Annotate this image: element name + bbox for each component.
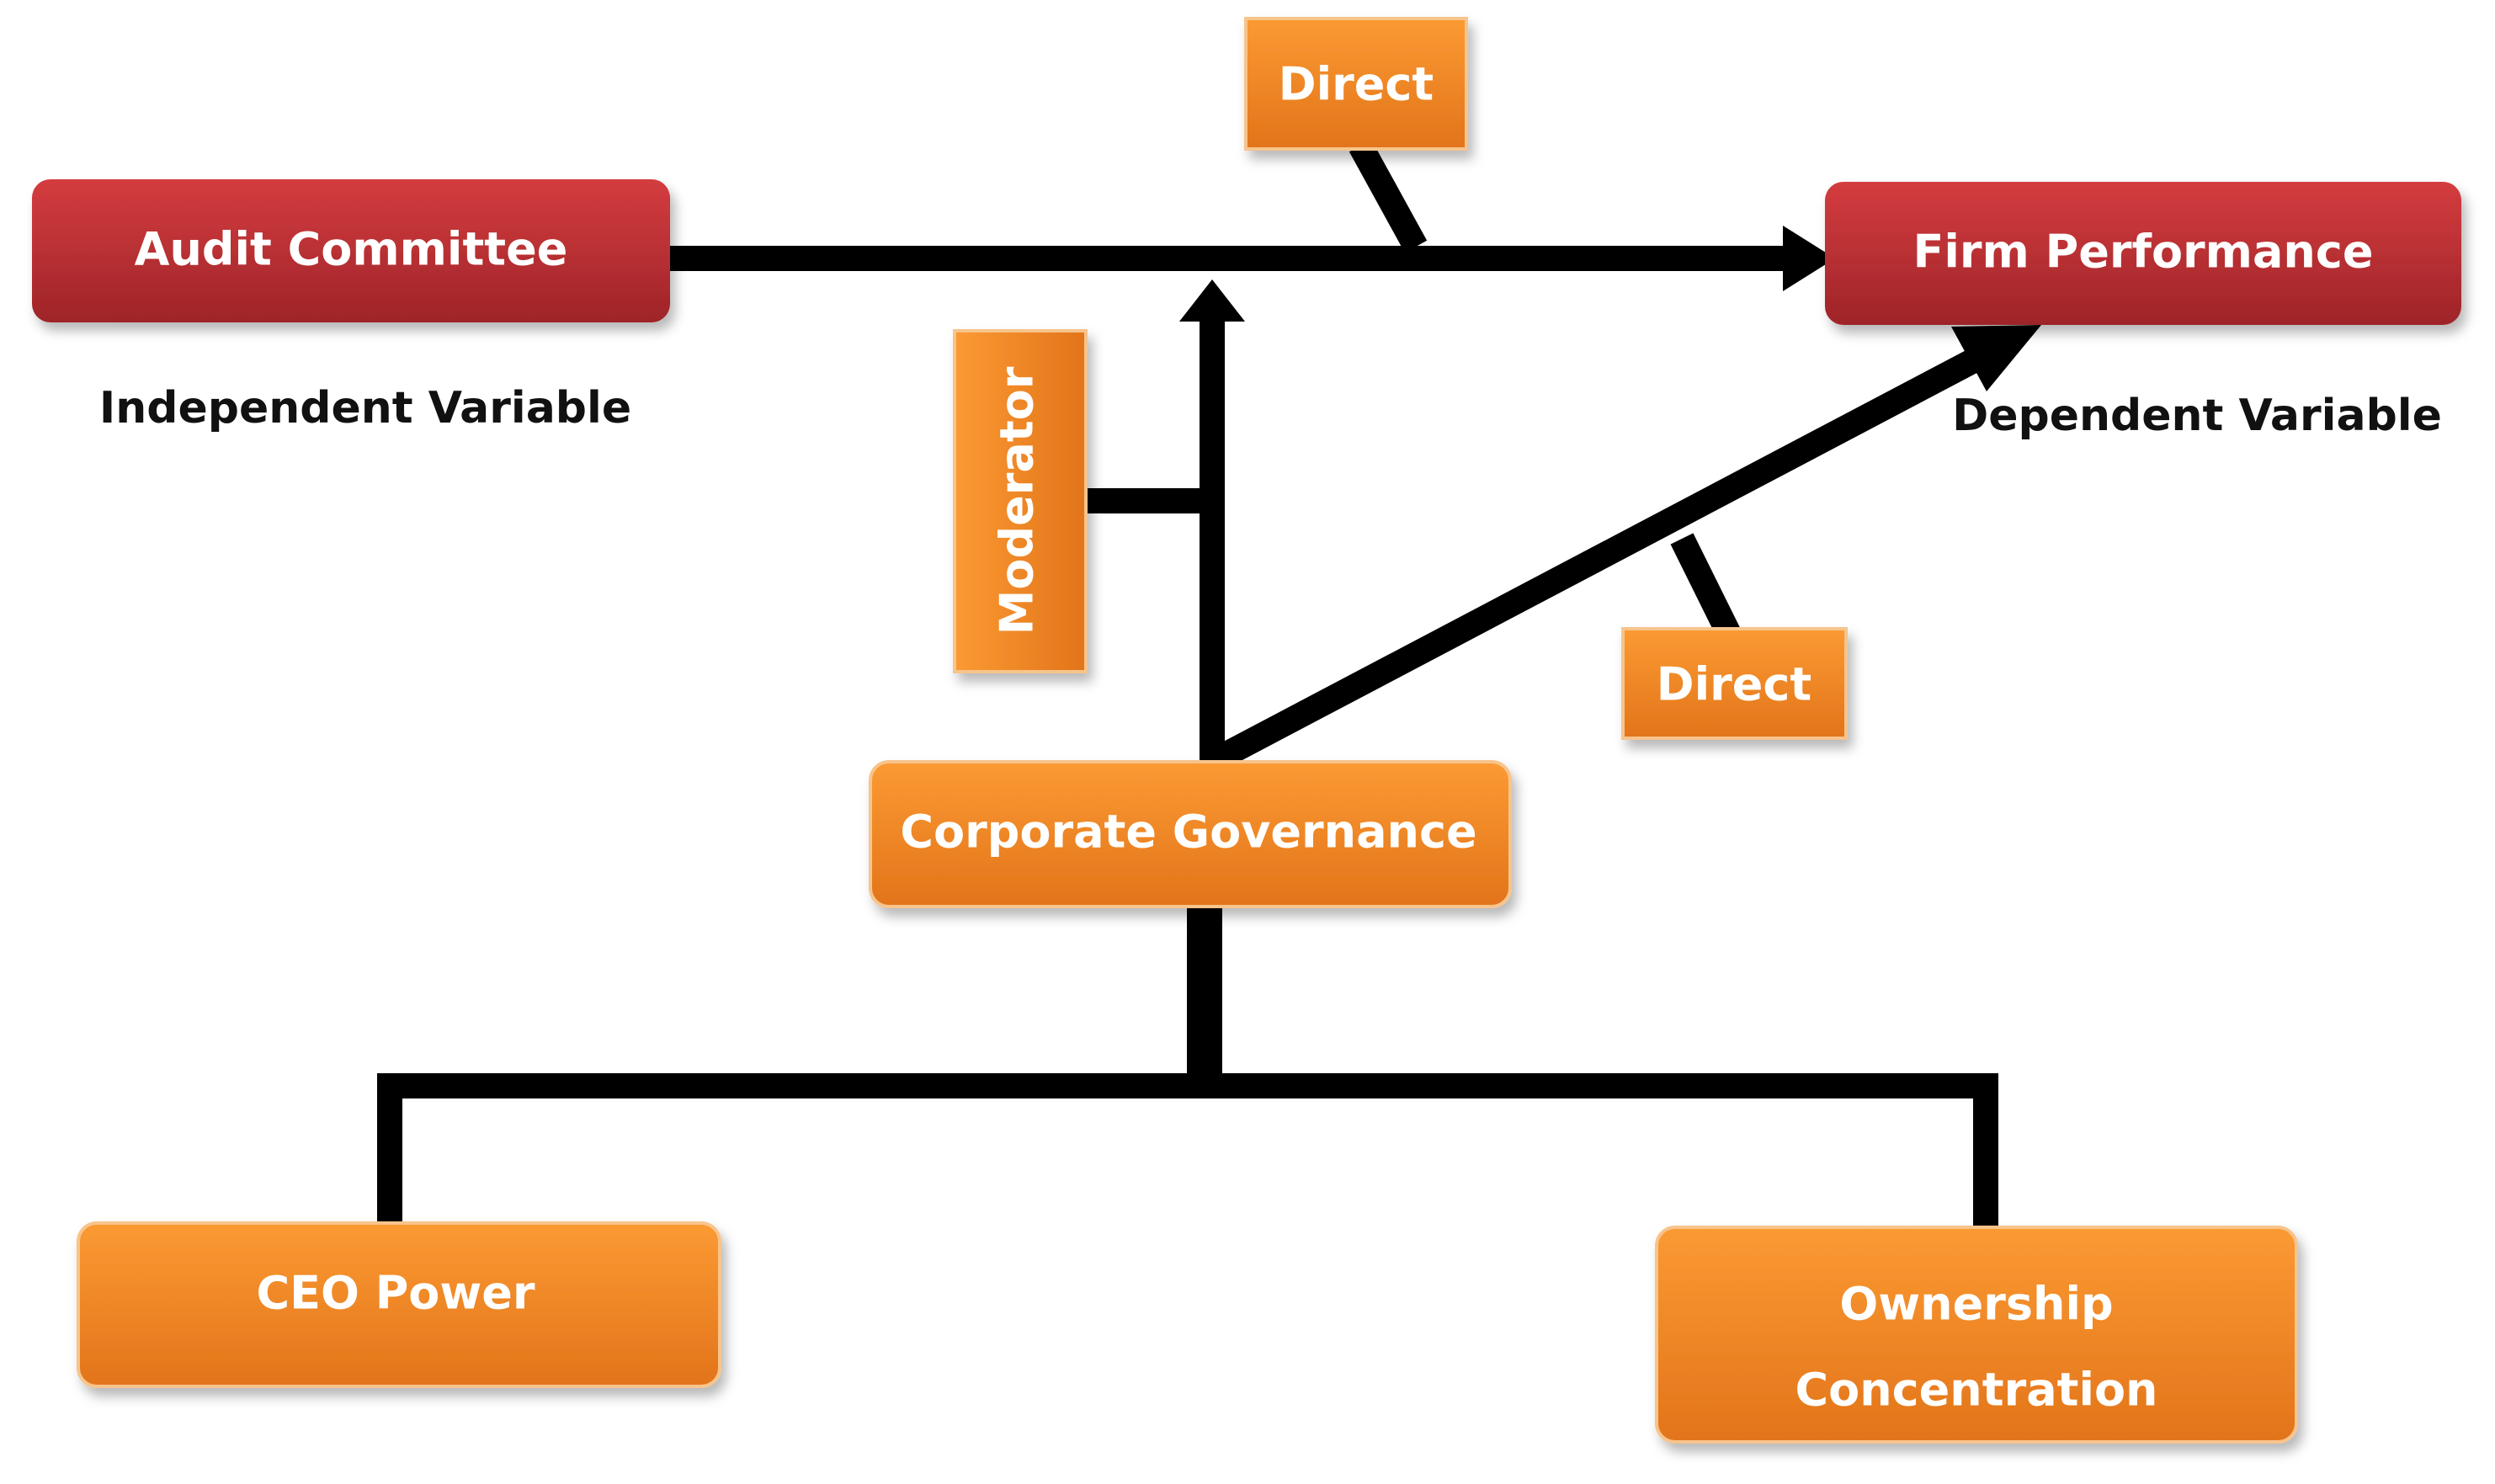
moderator-label: Moderator xyxy=(991,366,1044,635)
direct-top-tick xyxy=(1349,139,1428,253)
arrowhead-audit-to-performance xyxy=(1783,226,1835,291)
direct-top-label: Direct xyxy=(1279,58,1434,111)
corporate-governance-label: Corporate Governance xyxy=(900,806,1476,859)
ownership-label-line2: Concentration xyxy=(1795,1364,2158,1417)
connectors xyxy=(377,139,1998,1233)
ownership-concentration-box: Ownership Concentration xyxy=(1655,1226,2298,1444)
direct-lower-box: Direct xyxy=(1621,627,1848,740)
governance-to-performance-arrow xyxy=(1206,348,1980,774)
audit-committee-box: Audit Committee xyxy=(32,179,670,322)
firm-performance-label: Firm Performance xyxy=(1913,226,2374,279)
ceo-power-label: CEO Power xyxy=(256,1267,535,1320)
moderator-box: Moderator xyxy=(953,329,1088,673)
corporate-governance-box: Corporate Governance xyxy=(869,760,1512,908)
arrowheads xyxy=(1179,226,2041,391)
dependent-variable-annotation: Dependent Variable xyxy=(1952,391,2442,441)
direct-lower-label: Direct xyxy=(1657,658,1811,711)
independent-variable-annotation: Independent Variable xyxy=(99,383,631,433)
direct-lower-tick xyxy=(1670,533,1742,641)
ownership-label-line1: Ownership xyxy=(1839,1278,2113,1331)
audit-committee-label: Audit Committee xyxy=(135,223,568,276)
direct-top-box: Direct xyxy=(1244,17,1468,151)
arrowhead-moderator xyxy=(1179,279,1245,322)
firm-performance-box: Firm Performance xyxy=(1825,182,2461,325)
ceo-power-box: CEO Power xyxy=(77,1221,721,1388)
arrowhead-governance-to-performance xyxy=(1951,325,2041,391)
